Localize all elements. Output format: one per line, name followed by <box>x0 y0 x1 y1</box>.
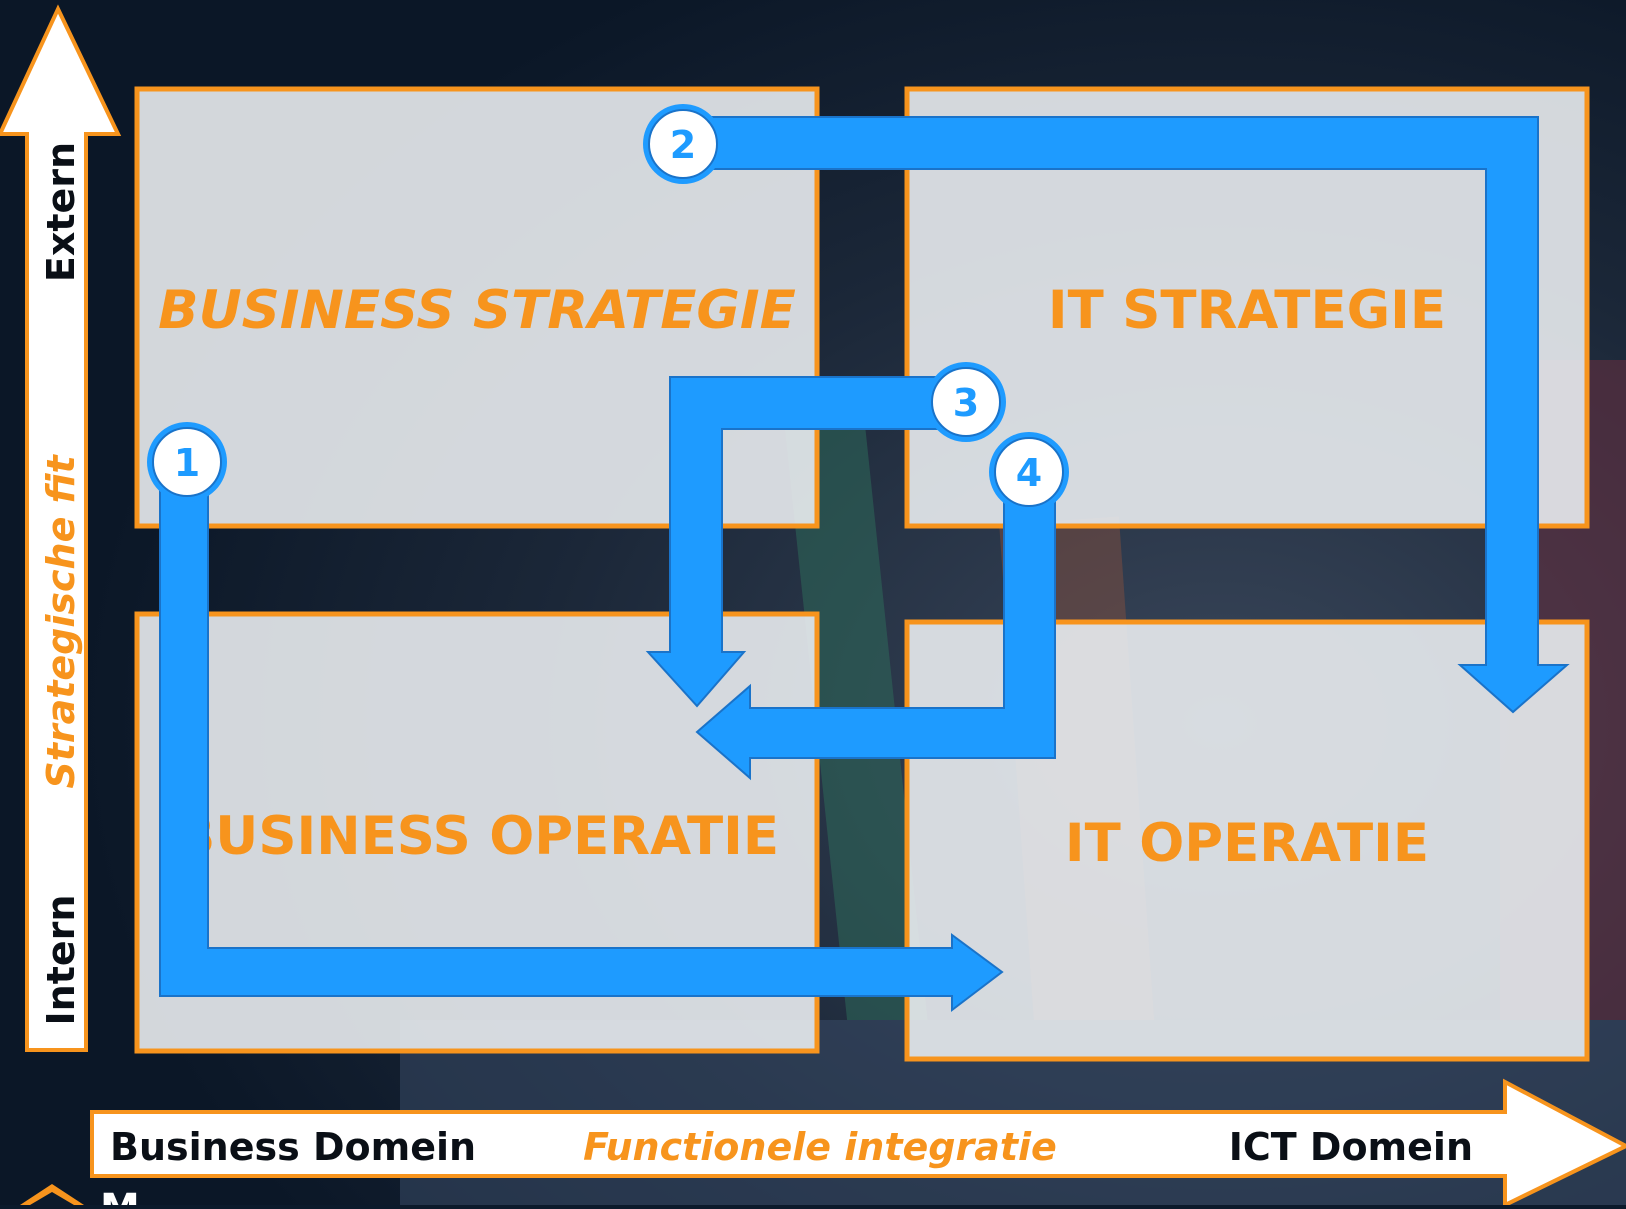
flow-arrow-1 <box>159 461 1004 1013</box>
step-badge-1-label: 1 <box>174 441 200 485</box>
it-strategy-title: IT STRATEGIE <box>1048 280 1446 341</box>
horizontal-axis-title: Functionele integratie <box>583 1125 1057 1169</box>
step-badge-3: 3 <box>926 362 1006 442</box>
horizontal-axis-arrow <box>90 1078 1626 1209</box>
step-badge-1: 1 <box>147 422 227 502</box>
step-badge-2-label: 2 <box>670 123 696 167</box>
step-badge-2: 2 <box>643 104 723 184</box>
vertical-axis-arrow <box>0 4 122 1052</box>
vertical-axis-title: Strategische fit <box>39 453 83 788</box>
vertical-axis-top-label: Extern <box>39 142 83 282</box>
step-badge-3-label: 3 <box>953 381 979 425</box>
step-badge-4-label: 4 <box>1016 451 1042 495</box>
flow-arrow-2 <box>684 116 1570 714</box>
business-operation-title: BUSINESS OPERATIE <box>175 806 779 867</box>
box-logo-icon <box>20 1184 84 1205</box>
horizontal-axis-left-label: Business Domein <box>110 1125 476 1169</box>
horizontal-axis-right-label: ICT Domein <box>1229 1125 1473 1169</box>
vertical-axis-bottom-label: Intern <box>39 895 83 1026</box>
it-operation-title: IT OPERATIE <box>1065 813 1429 874</box>
step-badge-4: 4 <box>989 432 1069 512</box>
logo-text: M <box>100 1186 140 1205</box>
business-strategy-title: BUSINESS STRATEGIE <box>158 280 796 341</box>
